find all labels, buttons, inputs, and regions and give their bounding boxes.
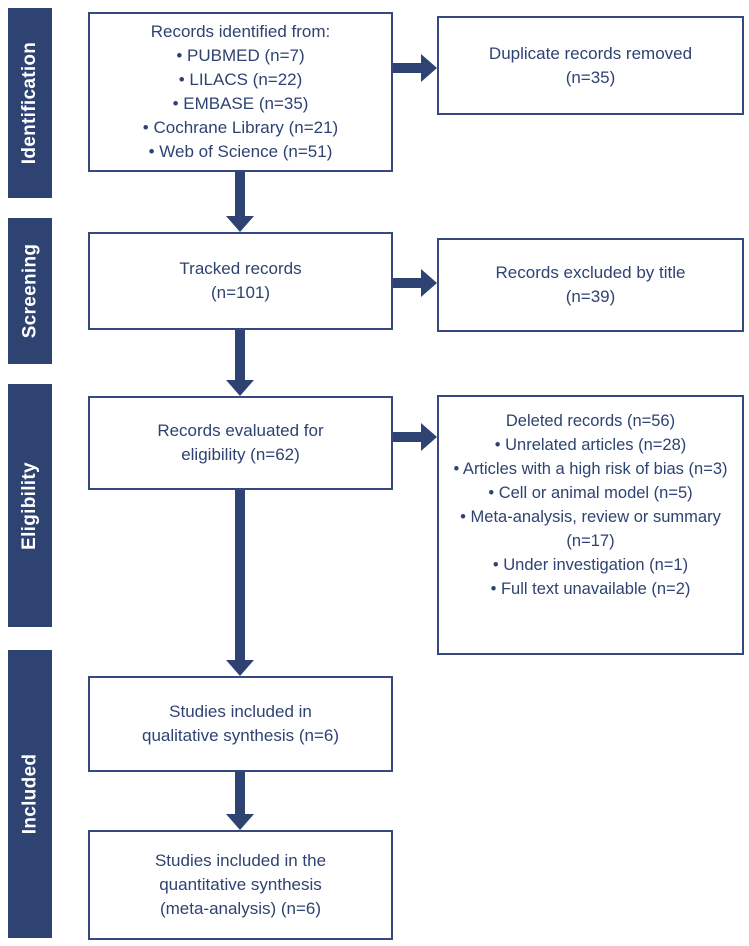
box-quantitative-synthesis: Studies included in the quantitative syn…: [88, 830, 393, 940]
box-qualitative-synthesis: Studies included in qualitative synthesi…: [88, 676, 393, 772]
arrow-shaft: [235, 172, 245, 216]
box-line: • Under investigation (n=1): [492, 556, 689, 574]
arrow-down-qualitative-to-quantitative: [226, 772, 254, 830]
arrow-shaft: [235, 330, 245, 380]
arrow-shaft: [393, 63, 421, 73]
box-records-identified: Records identified from: • PUBMED (n=7) …: [88, 12, 393, 172]
box-tracked-records: Tracked records (n=101): [88, 232, 393, 330]
box-deleted-records: Deleted records (n=56) • Unrelated artic…: [437, 395, 744, 655]
box-line: Deleted records (n=56): [505, 412, 676, 430]
box-line: Studies included in: [169, 702, 312, 721]
box-line: (meta-analysis) (n=6): [159, 899, 322, 918]
arrow-down-tracked-to-evaluated: [226, 330, 254, 396]
stage-label-identification: Identification: [19, 41, 41, 165]
arrow-shaft: [393, 432, 421, 442]
arrow-down-identified-to-tracked: [226, 172, 254, 232]
arrow-head-icon: [421, 269, 437, 297]
arrow-shaft: [235, 490, 245, 660]
box-line: • Web of Science (n=51): [148, 142, 333, 161]
stage-bar-included: Included: [8, 650, 52, 938]
box-line: • Full text unavailable (n=2): [490, 580, 691, 598]
arrow-shaft: [235, 772, 245, 814]
box-records-evaluated: Records evaluated for eligibility (n=62): [88, 396, 393, 490]
box-line: (n=39): [565, 287, 616, 306]
arrow-head-icon: [226, 216, 254, 232]
box-line: • PUBMED (n=7): [176, 46, 305, 65]
box-line: • Unrelated articles (n=28): [494, 436, 687, 454]
stage-bar-identification: Identification: [8, 8, 52, 198]
box-line: eligibility (n=62): [181, 445, 300, 464]
stage-label-eligibility: Eligibility: [19, 461, 41, 550]
arrow-right-tracked-to-excluded: [393, 269, 437, 297]
stage-bar-eligibility: Eligibility: [8, 384, 52, 627]
box-line: • Meta-analysis, review or summary (n=17…: [460, 508, 721, 550]
box-excluded-by-title: Records excluded by title (n=39): [437, 238, 744, 332]
arrow-head-icon: [421, 423, 437, 451]
box-line: • Cochrane Library (n=21): [142, 118, 339, 137]
box-line: Duplicate records removed: [488, 43, 693, 63]
box-line: Records identified from:: [150, 22, 331, 41]
arrow-shaft: [393, 278, 421, 288]
arrow-head-icon: [421, 54, 437, 82]
arrow-right-identified-to-duplicates: [393, 54, 437, 82]
box-line: Tracked records: [179, 259, 302, 278]
box-line: Records evaluated for: [157, 421, 324, 440]
box-line: (n=35): [565, 67, 616, 87]
box-line: quantitative synthesis: [159, 875, 322, 894]
arrow-head-icon: [226, 814, 254, 830]
box-line: • LILACS (n=22): [178, 70, 303, 89]
box-line: • Articles with a high risk of bias (n=3…: [453, 460, 728, 478]
stage-label-included: Included: [19, 753, 41, 835]
box-line: • EMBASE (n=35): [172, 94, 309, 113]
stage-label-screening: Screening: [19, 243, 41, 339]
box-line: • Cell or animal model (n=5): [488, 484, 693, 502]
arrow-right-evaluated-to-deleted: [393, 423, 437, 451]
box-line: Studies included in the: [154, 851, 327, 870]
box-line: Records excluded by title: [495, 263, 686, 282]
arrow-down-evaluated-to-qualitative: [226, 490, 254, 676]
box-line: (n=101): [210, 283, 271, 302]
arrow-head-icon: [226, 660, 254, 676]
box-line: qualitative synthesis (n=6): [141, 726, 340, 745]
box-duplicates-removed: Duplicate records removed (n=35): [437, 16, 744, 115]
stage-bar-screening: Screening: [8, 218, 52, 364]
arrow-head-icon: [226, 380, 254, 396]
